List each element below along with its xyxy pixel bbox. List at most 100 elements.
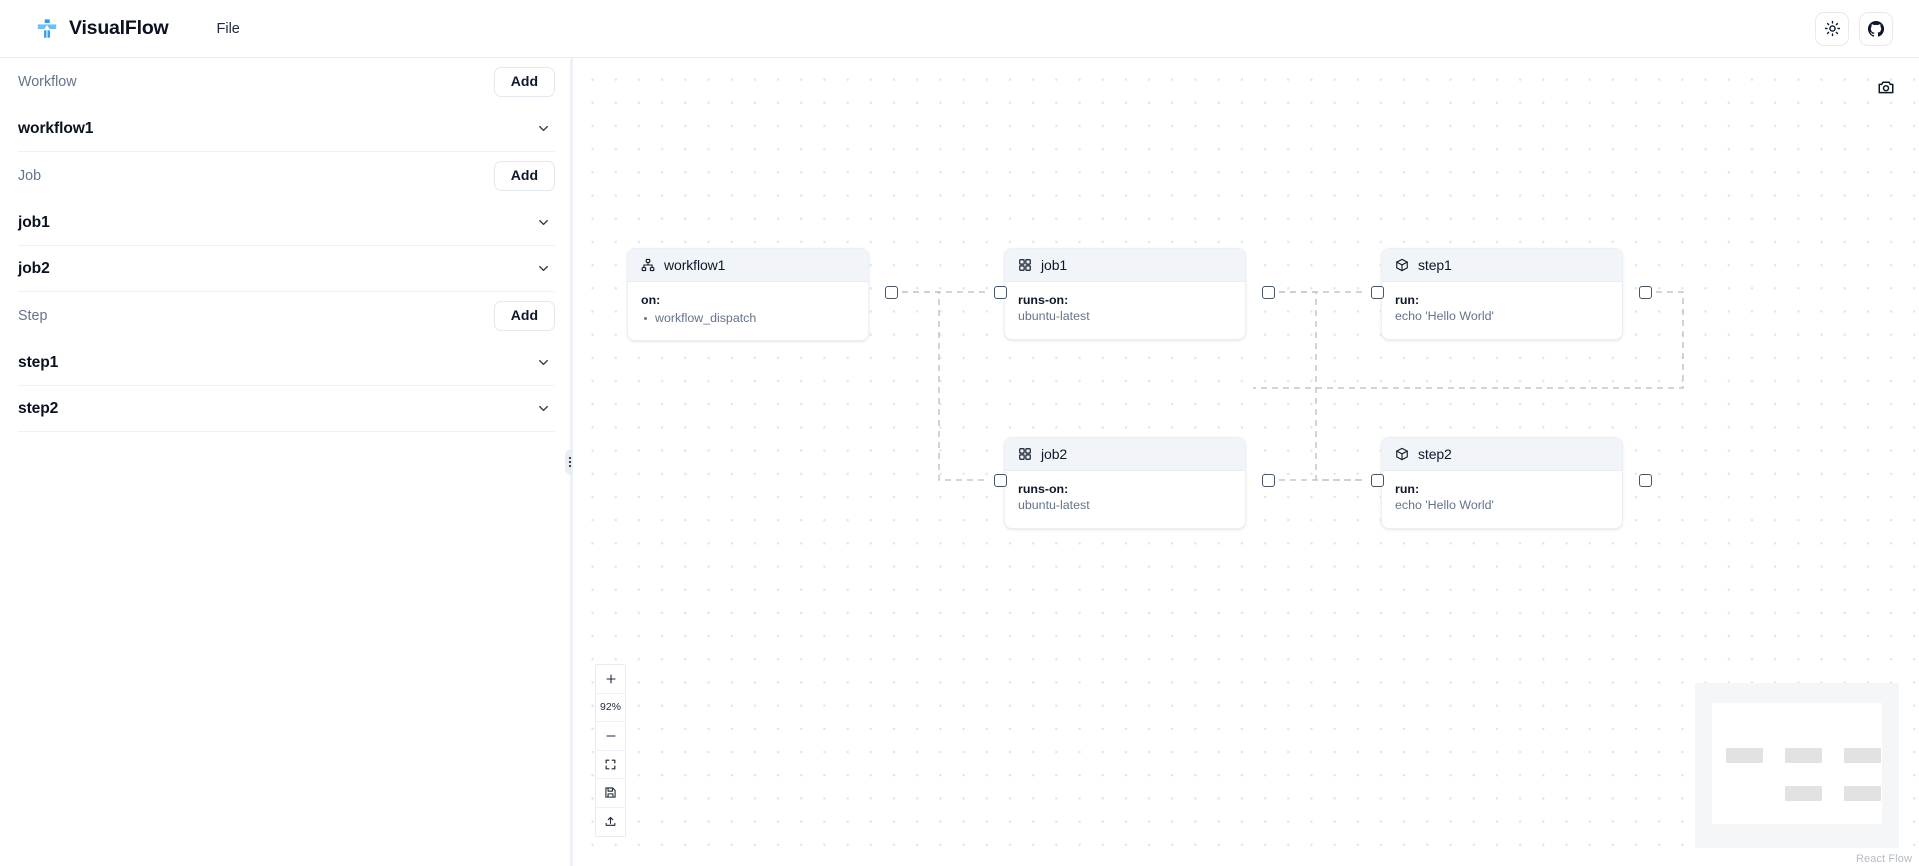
canvas-dot-grid (573, 58, 1919, 866)
sidebar-item-job1[interactable]: job1 (18, 200, 555, 246)
chevron-down-icon[interactable] (536, 121, 555, 136)
brand-name: VisualFlow (69, 17, 169, 39)
minimap-node (1785, 748, 1822, 763)
react-flow-attribution[interactable]: React Flow (1855, 853, 1912, 865)
github-link-button[interactable] (1859, 11, 1893, 46)
node-field-value: ubuntu-latest (1018, 308, 1090, 323)
list-item: workflow_dispatch (641, 310, 855, 326)
node-workflow1[interactable]: workflow1 on: workflow_dispatch (627, 248, 869, 341)
sidebar-item-step1[interactable]: step1 (18, 340, 555, 386)
header-actions (1815, 11, 1893, 46)
node-title: job1 (1041, 257, 1068, 273)
cube-icon (1395, 447, 1409, 461)
sidebar-item-label: job1 (18, 213, 50, 231)
workflow-logo-icon (36, 18, 58, 40)
node-header: job1 (1005, 249, 1245, 282)
resize-grip-icon[interactable] (565, 449, 573, 475)
node-field-key: run: (1395, 482, 1420, 496)
handle-job1-source[interactable] (1262, 286, 1275, 299)
sidebar-item-workflow1[interactable]: workflow1 (18, 106, 555, 152)
node-field-value: ubuntu-latest (1018, 497, 1090, 512)
node-field-list: workflow_dispatch (641, 310, 855, 326)
handle-job2-target[interactable] (994, 474, 1007, 487)
section-title-workflow: Workflow (18, 74, 77, 90)
chevron-down-icon[interactable] (536, 355, 555, 370)
section-title-step: Step (18, 308, 48, 324)
app-body: Workflow Add workflow1 Job Add job1 (0, 58, 1919, 866)
minimap-node (1785, 786, 1822, 801)
zoom-out-button[interactable] (596, 722, 625, 751)
sidebar-section-header-job: Job Add (18, 152, 555, 200)
minimap-node (1844, 786, 1881, 801)
node-title: job2 (1041, 446, 1068, 462)
save-button[interactable] (596, 779, 625, 808)
node-job2[interactable]: job2 runs-on: ubuntu-latest (1004, 437, 1246, 529)
node-field-key: run: (1395, 293, 1420, 307)
zoom-in-button[interactable] (596, 665, 625, 694)
sidebar-resize-handle[interactable] (565, 58, 573, 866)
node-body: on: workflow_dispatch (628, 282, 868, 340)
node-body: run: echo 'Hello World' (1382, 471, 1622, 528)
node-field-value: echo 'Hello World' (1395, 308, 1494, 323)
sidebar: Workflow Add workflow1 Job Add job1 (0, 58, 573, 866)
fit-view-icon (604, 758, 617, 771)
camera-icon (1877, 78, 1895, 101)
node-body: runs-on: ubuntu-latest (1005, 471, 1245, 528)
github-icon (1867, 20, 1885, 38)
add-step-button[interactable]: Add (493, 301, 555, 331)
node-field-key: on: (641, 293, 661, 307)
node-header: job2 (1005, 438, 1245, 471)
add-workflow-button[interactable]: Add (493, 67, 555, 97)
node-body: run: echo 'Hello World' (1382, 282, 1622, 339)
grid-squares-icon (1018, 447, 1032, 461)
chevron-down-icon[interactable] (536, 401, 555, 416)
sidebar-item-label: workflow1 (18, 119, 94, 137)
node-header: step2 (1382, 438, 1622, 471)
sidebar-item-label: job2 (18, 259, 50, 277)
sidebar-item-label: step1 (18, 353, 59, 371)
handle-job1-target[interactable] (994, 286, 1007, 299)
handle-step1-source[interactable] (1639, 286, 1652, 299)
minimap-node (1726, 748, 1763, 763)
handle-workflow1-source[interactable] (885, 286, 898, 299)
menubar: File (207, 15, 250, 43)
node-step2[interactable]: step2 run: echo 'Hello World' (1381, 437, 1623, 529)
add-job-button[interactable]: Add (493, 161, 555, 191)
grid-squares-icon (1018, 258, 1032, 272)
minimap[interactable] (1695, 683, 1899, 848)
node-title: workflow1 (664, 257, 726, 273)
handle-step2-target[interactable] (1371, 474, 1384, 487)
minus-icon (605, 730, 617, 742)
zoom-level-display: 92% (596, 693, 625, 722)
node-field-key: runs-on: (1018, 482, 1069, 496)
node-step1[interactable]: step1 run: echo 'Hello World' (1381, 248, 1623, 340)
sidebar-item-step2[interactable]: step2 (18, 386, 555, 432)
floppy-disk-icon (604, 786, 617, 799)
menu-file[interactable]: File (216, 20, 240, 37)
hierarchy-icon (641, 258, 655, 272)
flow-canvas[interactable]: workflow1 on: workflow_dispatch (573, 58, 1919, 866)
upload-icon (604, 815, 617, 828)
node-job1[interactable]: job1 runs-on: ubuntu-latest (1004, 248, 1246, 340)
plus-icon (605, 673, 617, 685)
handle-step1-target[interactable] (1371, 286, 1384, 299)
section-title-job: Job (18, 168, 42, 184)
node-title: step2 (1418, 446, 1452, 462)
handle-job2-source[interactable] (1262, 474, 1275, 487)
chevron-down-icon[interactable] (536, 215, 555, 230)
fit-view-button[interactable] (596, 750, 625, 779)
export-button[interactable] (596, 807, 625, 836)
sidebar-section-header-workflow: Workflow Add (18, 58, 555, 106)
node-header: workflow1 (628, 249, 868, 282)
screenshot-button[interactable] (1875, 78, 1897, 100)
node-body: runs-on: ubuntu-latest (1005, 282, 1245, 339)
theme-toggle-button[interactable] (1815, 11, 1849, 46)
node-field-key: runs-on: (1018, 293, 1069, 307)
handle-step2-source[interactable] (1639, 474, 1652, 487)
app-header: VisualFlow File (0, 0, 1919, 58)
sidebar-item-job2[interactable]: job2 (18, 246, 555, 292)
cube-icon (1395, 258, 1409, 272)
chevron-down-icon[interactable] (536, 261, 555, 276)
minimap-node (1844, 748, 1881, 763)
